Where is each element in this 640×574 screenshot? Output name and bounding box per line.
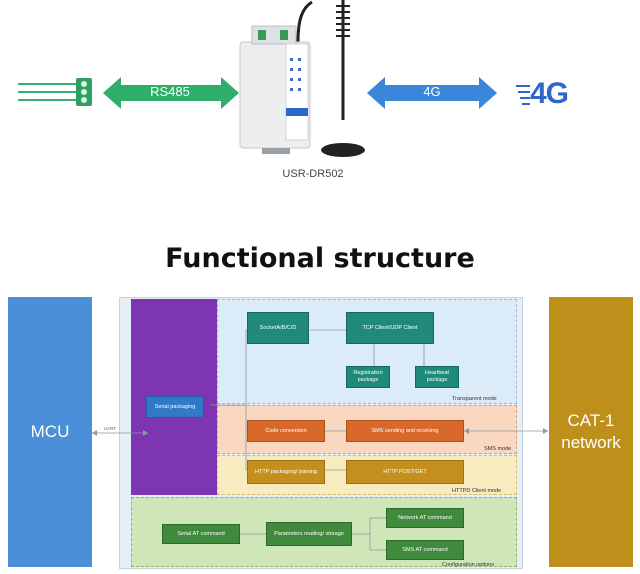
serial-packaging-box: Serial packaging [146, 396, 204, 418]
http-packaging-box: HTTP packaging/ parsing [247, 460, 325, 484]
heartbeat-package-box: Heartbeat package [415, 366, 459, 388]
cat1-network-block: CAT-1 network [549, 297, 633, 567]
speed-lines-icon [516, 85, 530, 105]
cat1-label-line2: network [561, 433, 621, 452]
socket-box: SocketA/B/C/D [247, 312, 309, 344]
page-title: Functional structure [165, 243, 475, 274]
4g-arrow-label: 4G [423, 84, 441, 99]
rs485-label: RS485 [150, 84, 190, 99]
transparent-mode-label: Transparent mode [452, 396, 497, 402]
config-options-label: Configuration options [442, 562, 494, 568]
params-rw-box: Parameters reading/ storage [266, 522, 352, 546]
tcp-client-box: TCP Client/UDP Client [346, 312, 434, 344]
network-at-box: Network AT command [386, 508, 464, 528]
mcu-block: MCU [8, 297, 92, 567]
4g-logo-text: 4G [530, 77, 569, 110]
rs485-arrow [103, 77, 239, 109]
sms-at-box: SMS AT command [386, 540, 464, 560]
http-post-box: HTTP POST/GET [346, 460, 464, 484]
4g-arrow [367, 77, 497, 109]
diagram-connectors [92, 329, 548, 551]
httpd-mode-label: HTTPD Client mode [452, 488, 502, 494]
code-conversion-box: Code conversion [247, 420, 325, 442]
mcu-label: MCU [30, 422, 70, 441]
registration-package-box: Registration package [346, 366, 390, 388]
sms-sending-box: SMS sending and receiving [346, 420, 464, 442]
device-caption: USR-DR502 [282, 168, 344, 180]
serial-cable-icon [18, 78, 92, 106]
uart-label: UART [104, 426, 117, 431]
cat1-label-line1: CAT-1 [567, 411, 615, 430]
sms-mode-label: SMS mode [484, 446, 512, 452]
serial-at-box: Serial AT command [162, 524, 240, 544]
router-device-icon [239, 0, 365, 157]
